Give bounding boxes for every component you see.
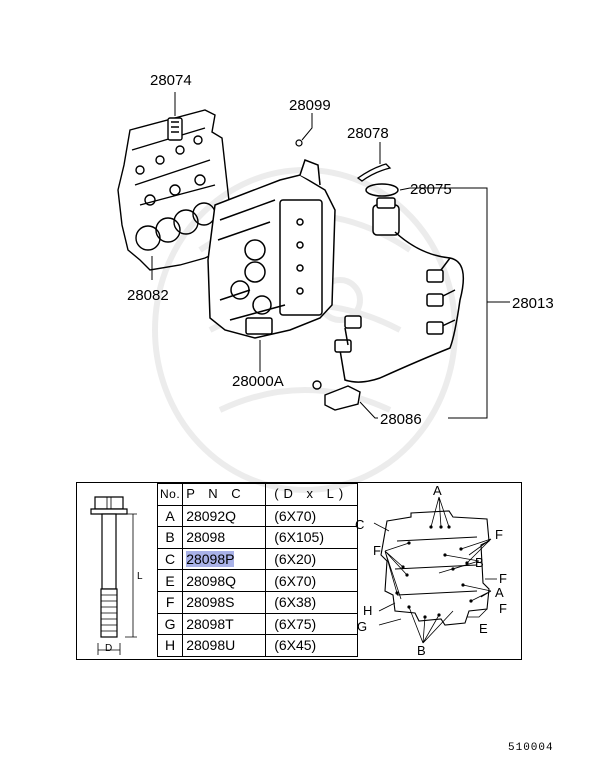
row-no: B [156,526,184,549]
row-pnc[interactable]: 28098 [182,526,267,549]
table-header-row: No. P N C (D x L) [156,483,359,506]
loc-label-b: B [475,555,484,570]
pnc-table: No. P N C (D x L) A 28092Q (6X70) B 2809… [156,483,359,657]
diagram-code: 510004 [508,742,554,754]
callout-28086: 28086 [380,411,422,428]
loc-label-a: A [495,585,504,600]
callout-28082: 28082 [127,287,169,304]
loc-label-c: C [355,517,364,532]
table-row[interactable]: H 28098U (6X45) [156,634,359,657]
length-label: L [137,571,143,582]
pin-28099[interactable] [295,139,303,147]
o-ring-28075[interactable] [365,183,399,197]
valve-body-28000A[interactable] [207,159,336,339]
row-dim: (6X70) [265,569,359,592]
table-row-highlighted[interactable]: C 28098P (6X20) [156,547,359,571]
row-dim: (6X38) [265,590,359,614]
loc-label-f: F [499,601,507,616]
diameter-label: D [105,643,113,654]
callout-28075: 28075 [410,181,452,198]
clip-28078[interactable] [356,163,392,182]
bolt-location-drawing: A C F F B F A F E H G B [355,483,507,658]
highlighted-pnc[interactable]: 28098P [186,551,235,568]
strainer-28074[interactable] [167,117,183,141]
table-row[interactable]: B 28098 (6X105) [156,526,359,549]
row-pnc[interactable]: 28098S [182,590,267,614]
row-pnc[interactable]: 28098Q [182,569,267,592]
loc-label-f: F [499,571,507,586]
loc-label-h: H [363,603,372,618]
table-row[interactable]: A 28092Q (6X70) [156,504,359,528]
row-dim: (6X105) [265,526,359,549]
loc-label-b: B [417,643,426,658]
callout-28074: 28074 [150,72,192,89]
callout-28078: 28078 [347,125,389,142]
sensor-28086[interactable] [312,380,361,411]
callout-28000A: 28000A [232,373,284,390]
table-row[interactable]: E 28098Q (6X70) [156,569,359,592]
table-row[interactable]: F 28098S (6X38) [156,590,359,614]
loc-label-f: F [373,543,381,558]
row-no: A [156,504,184,528]
row-no: H [156,634,184,657]
header-no: No. [156,483,184,506]
loc-label-f: F [495,527,503,542]
row-dim: (6X20) [265,547,359,571]
row-no: C [156,547,184,571]
row-no: G [156,612,184,636]
callout-28013: 28013 [512,295,554,312]
callout-28099: 28099 [289,97,331,114]
loc-label-e: E [479,621,488,636]
row-pnc[interactable]: 28098T [182,612,267,636]
loc-label-a: A [433,483,442,498]
row-dim: (6X45) [265,634,359,657]
wiring-harness-28013[interactable] [334,197,465,383]
bracket-leaders [359,187,510,419]
row-no: E [156,569,184,592]
header-dim: (D x L) [265,483,359,506]
loc-label-g: G [357,619,367,634]
row-pnc[interactable]: 28092Q [182,504,267,528]
bolt-table: L D No. P N C (D x L) A 28092Q (6X70) B … [76,482,522,660]
bolt-drawing [90,496,137,655]
row-dim: (6X75) [265,612,359,636]
header-pnc: P N C [182,483,267,506]
row-dim: (6X70) [265,504,359,528]
row-no: F [156,590,184,614]
row-pnc[interactable]: 28098U [182,634,267,657]
table-row[interactable]: G 28098T (6X75) [156,612,359,636]
